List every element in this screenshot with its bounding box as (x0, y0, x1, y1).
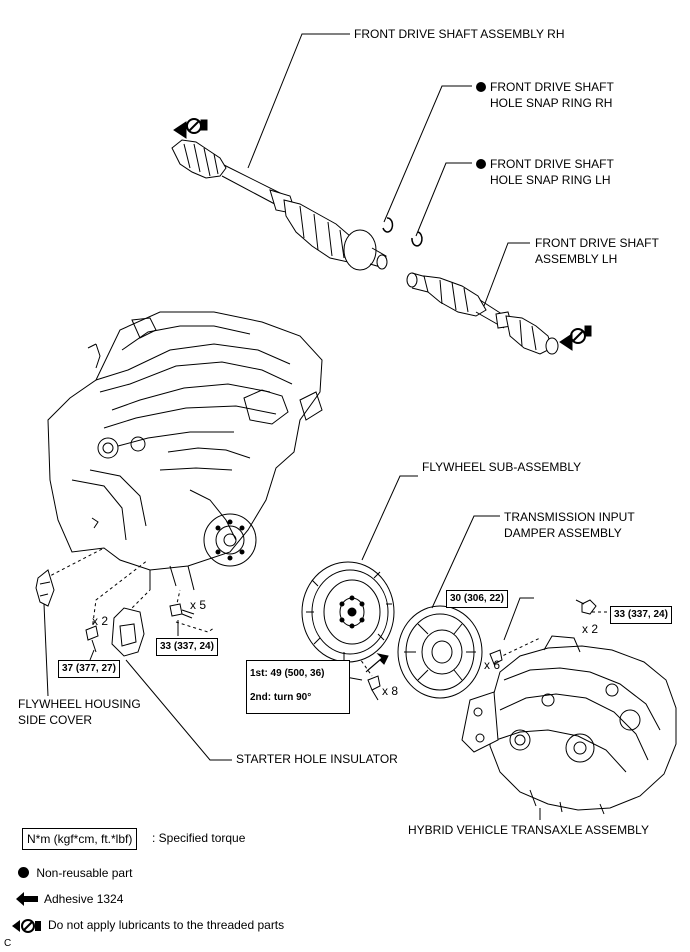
torque-box-33-transaxle: 33 (337, 24) (610, 606, 672, 624)
label-snap-ring-lh-line1: FRONT DRIVE SHAFT (476, 157, 614, 172)
label-damper-line2: DAMPER ASSEMBLY (504, 526, 622, 540)
torque-box-33-engine: 33 (337, 24) (156, 638, 218, 656)
label-starter-hole-insulator: STARTER HOLE INSULATOR (236, 752, 398, 766)
no-lube-symbol-rh (173, 118, 208, 139)
label-damper-line1: TRANSMISSION INPUT (504, 510, 635, 524)
non-reusable-icon (476, 159, 486, 169)
multiplier-x8: x 8 (382, 684, 399, 698)
label-front-drive-shaft-rh: FRONT DRIVE SHAFT ASSEMBLY RH (354, 27, 565, 41)
legend-torque-description: : Specified torque (152, 831, 246, 845)
legend-torque-box: N*m (kgf*cm, ft.*lbf) (22, 828, 138, 850)
non-reusable-icon (476, 82, 486, 92)
label-flywheel-sub-assembly: FLYWHEEL SUB-ASSEMBLY (422, 460, 582, 474)
torque-box-37: 37 (377, 27) (58, 660, 120, 678)
corner-mark: C (4, 938, 12, 949)
torque-box-flywheel: 1st: 49 (500, 36) 2nd: turn 90° (246, 660, 350, 714)
multiplier-x6: x 6 (484, 658, 501, 672)
adhesive-arrow-icon (16, 892, 38, 906)
multiplier-x2-housing: x 2 (92, 614, 109, 628)
transmission-input-damper (397, 515, 500, 699)
flywheel-sub-assembly (301, 475, 418, 663)
bolt-x6 (489, 597, 534, 665)
label-hybrid-transaxle: HYBRID VEHICLE TRANSAXLE ASSEMBLY (408, 823, 649, 837)
no-lube-symbol-lh (559, 325, 592, 351)
alignment-lines (45, 547, 608, 677)
multiplier-x2-transaxle: x 2 (582, 622, 599, 636)
front-drive-shaft-lh (406, 231, 559, 355)
engine (47, 311, 323, 591)
hybrid-vehicle-transaxle (461, 635, 677, 820)
bolt-x5 (169, 603, 195, 636)
torque-box-30: 30 (306, 22) (446, 590, 508, 608)
bolt-x2-housing (85, 625, 99, 661)
label-snap-ring-rh-line1: FRONT DRIVE SHAFT (476, 80, 614, 95)
legend-no-lube: Do not apply lubricants to the threaded … (48, 918, 285, 932)
label-snap-ring-lh-line2: HOLE SNAP RING LH (490, 173, 611, 187)
flywheel-housing-side-cover (35, 569, 55, 697)
bolt-x2-transaxle (575, 599, 597, 615)
legend-non-reusable: Non-reusable part (18, 866, 132, 881)
no-lube-icon (12, 919, 41, 933)
torque-step-2: 2nd: turn 90° (250, 692, 312, 703)
label-housing-side-cover-line2: SIDE COVER (18, 713, 93, 727)
legend-adhesive: Adhesive 1324 (44, 892, 124, 906)
snap-ring-lh-line1-text: FRONT DRIVE SHAFT (490, 157, 614, 171)
label-front-drive-shaft-lh-line2: ASSEMBLY LH (535, 252, 618, 266)
starter-hole-insulator (111, 607, 232, 761)
front-drive-shaft-rh (171, 139, 394, 271)
legend-non-reusable-text: Non-reusable part (36, 866, 133, 880)
multiplier-x5: x 5 (190, 598, 207, 612)
torque-step-1: 1st: 49 (500, 36) (250, 668, 325, 679)
label-housing-side-cover-line1: FLYWHEEL HOUSING (18, 697, 141, 711)
label-snap-ring-rh-line2: HOLE SNAP RING RH (490, 96, 613, 110)
adhesive-arrow-x8 (365, 653, 389, 673)
label-front-drive-shaft-lh-line1: FRONT DRIVE SHAFT (535, 236, 659, 250)
snap-ring-rh-line1-text: FRONT DRIVE SHAFT (490, 80, 614, 94)
non-reusable-dot-icon (18, 867, 29, 878)
